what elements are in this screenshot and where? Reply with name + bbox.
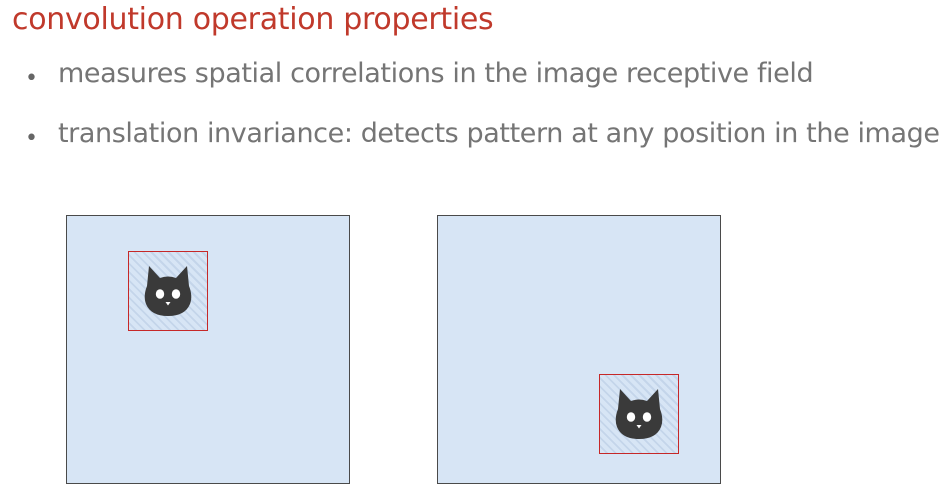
receptive-field-box bbox=[128, 251, 208, 331]
bullet-dot-icon: • bbox=[25, 126, 38, 151]
slide-title: convolution operation properties bbox=[12, 2, 494, 37]
bullet-text: translation invariance: detects pattern … bbox=[58, 118, 940, 149]
cat-face-icon bbox=[615, 389, 663, 439]
receptive-field-box bbox=[599, 374, 679, 454]
cat-face-icon bbox=[144, 266, 192, 316]
bullet-dot-icon: • bbox=[25, 66, 38, 91]
input-image-panel-left bbox=[66, 215, 350, 484]
bullet-text: measures spatial correlations in the ima… bbox=[58, 58, 814, 89]
input-image-panel-right bbox=[437, 215, 721, 484]
